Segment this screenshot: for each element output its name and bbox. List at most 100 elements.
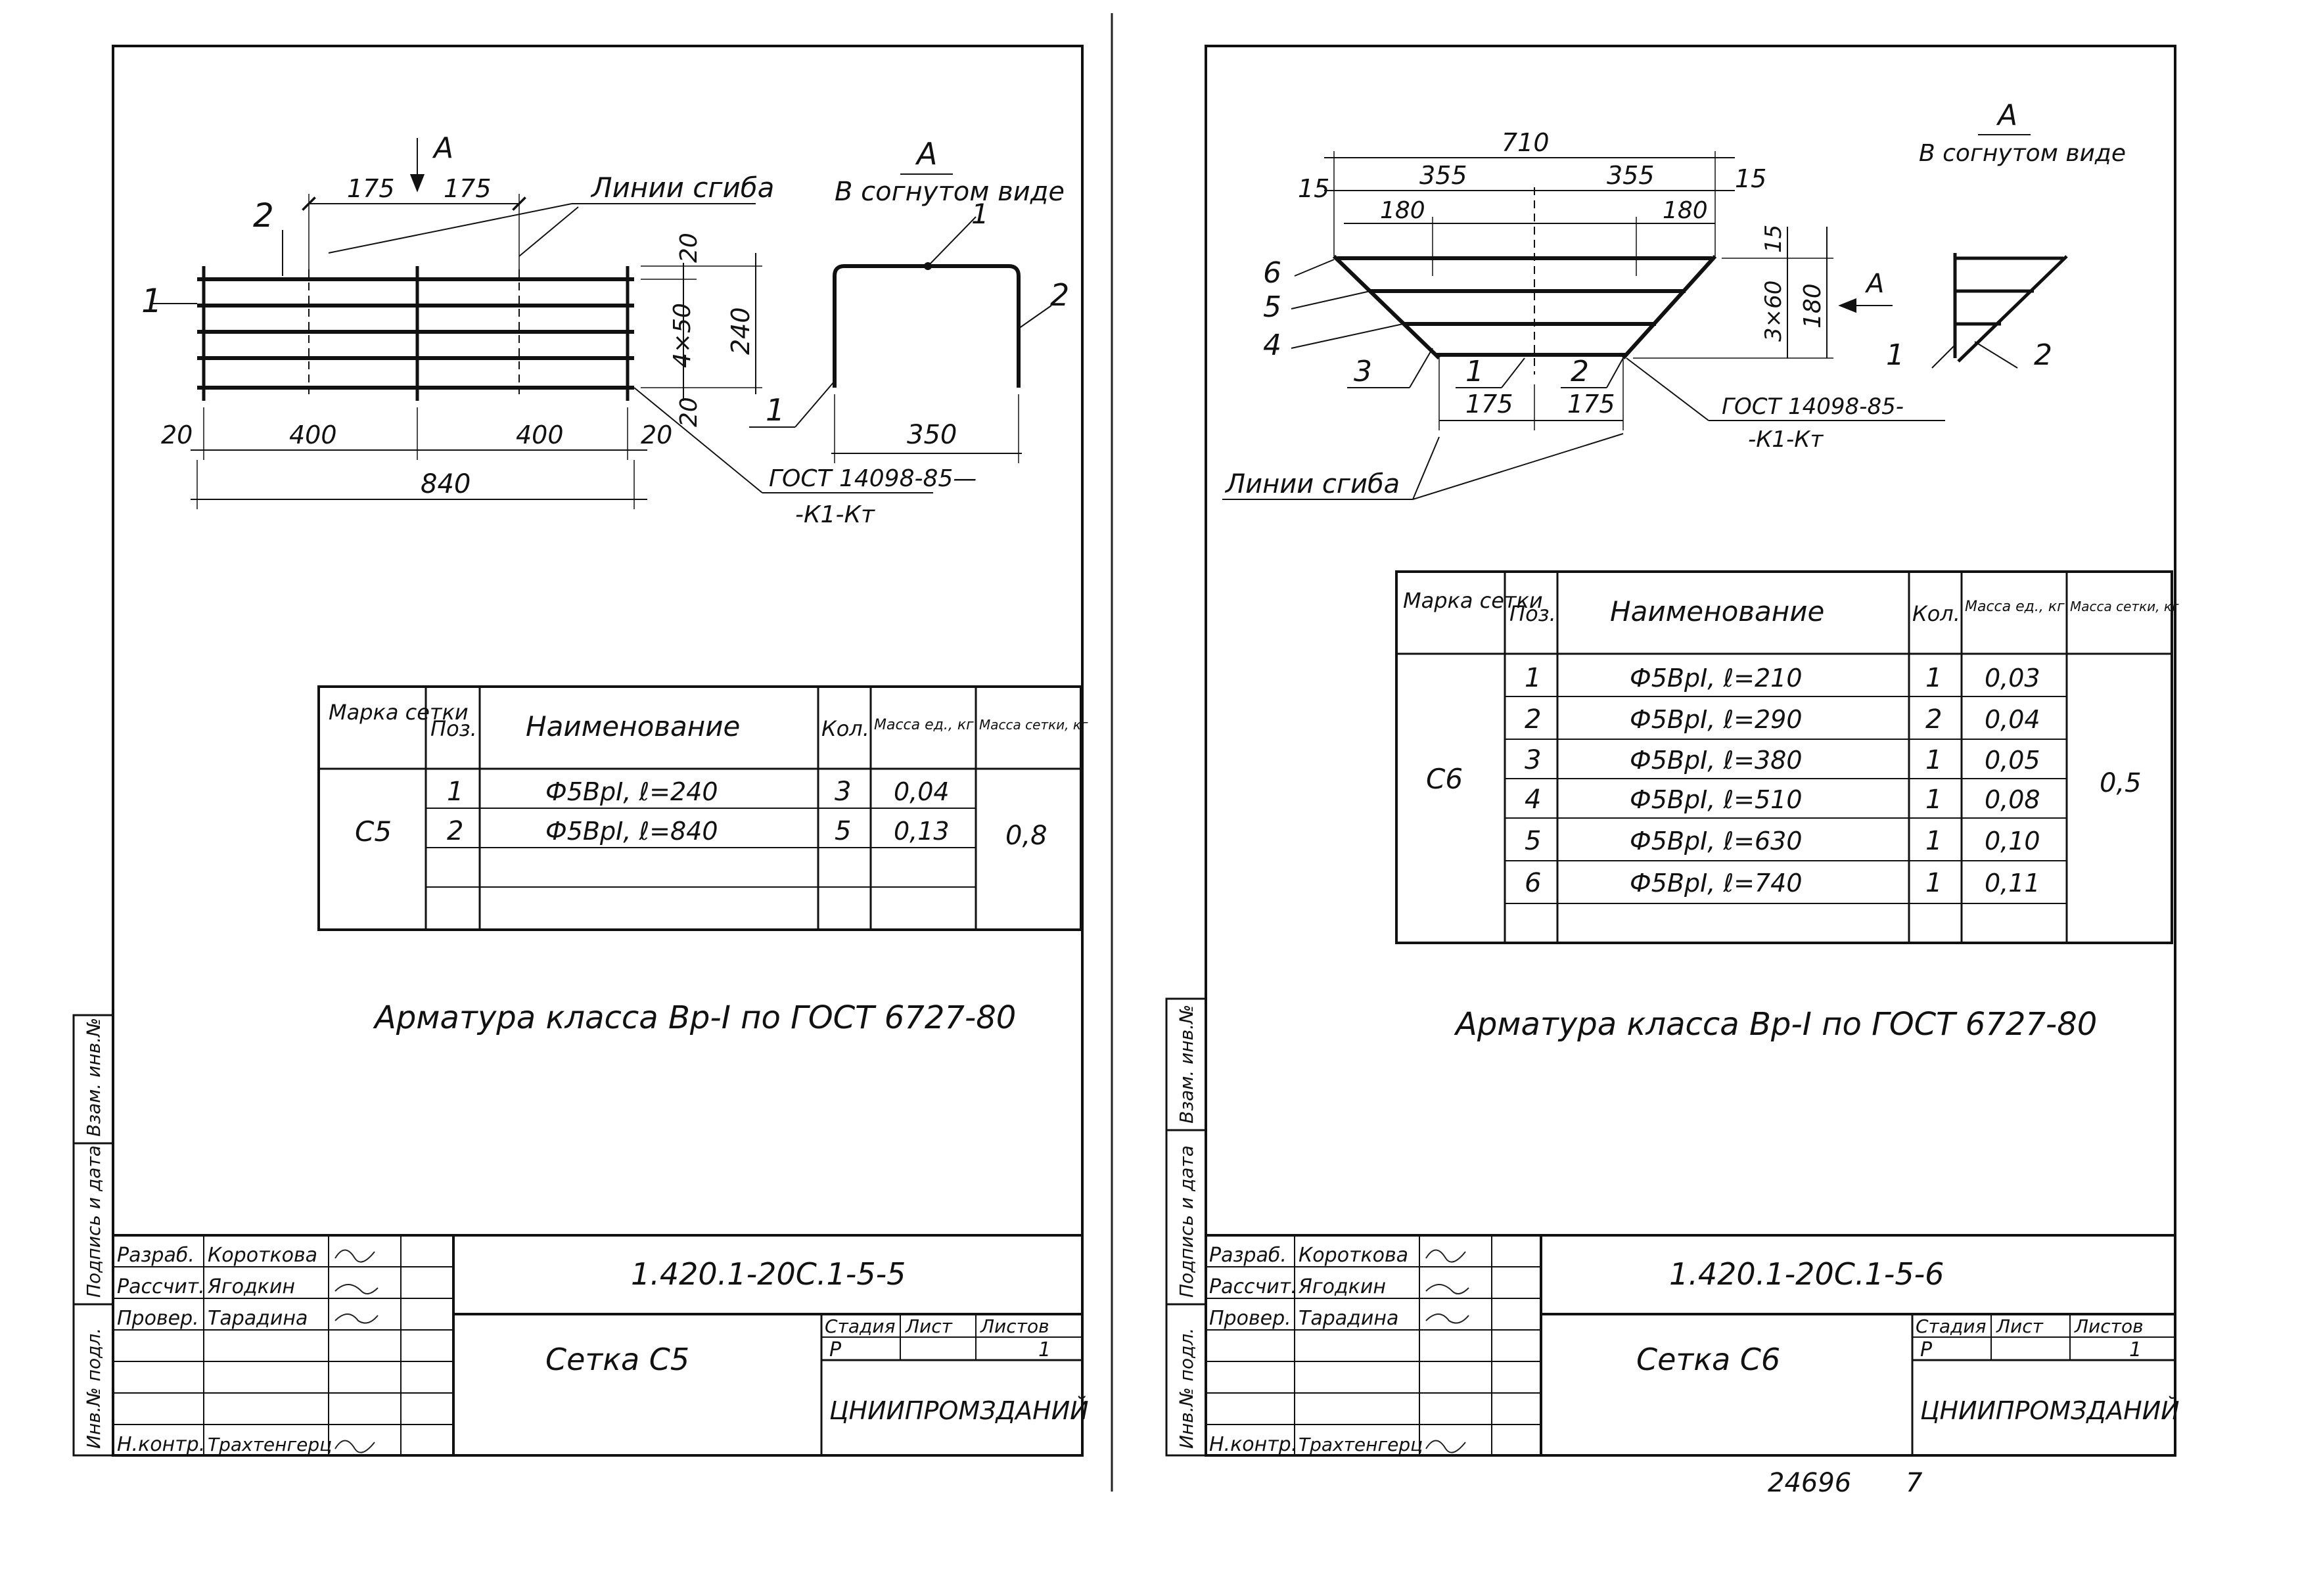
th-mass-unit: Масса ед., кг xyxy=(874,717,974,733)
cell-qty: 1 xyxy=(1925,663,1942,693)
stage-value: Р xyxy=(829,1338,842,1361)
cell-mass: 0,13 xyxy=(894,817,950,846)
dim-left-edge: 15 xyxy=(1298,174,1329,203)
left-sheet: Инв.№ подл. Подпись и дата Взам. инв.№ А xyxy=(72,45,1089,1457)
cell-name: Ф5ВрI, ℓ=840 xyxy=(545,817,718,846)
signature-marks xyxy=(1425,1249,1469,1453)
cell-mass: 0,10 xyxy=(1985,827,2040,855)
section-marker: А xyxy=(432,131,453,165)
cell-name: Ф5ВрI, ℓ=210 xyxy=(1630,664,1803,693)
table-row: 2 Ф5ВрI, ℓ=840 5 0,13 xyxy=(447,816,950,846)
name-checker: Тарадина xyxy=(208,1307,308,1330)
cell-mass: 0,08 xyxy=(1985,785,2040,814)
section-view-letter: А xyxy=(1996,99,2017,132)
dim-half-a: 355 xyxy=(1419,161,1467,190)
dim-top-a: 175 xyxy=(347,174,395,203)
cell-name: Ф5ВрI, ℓ=510 xyxy=(1630,785,1803,814)
th-mass-mesh: Масса сетки, кг xyxy=(979,717,1088,733)
name-developer: Короткова xyxy=(1299,1244,1408,1267)
side-stamp-replace: Взам. инв.№ xyxy=(83,1018,104,1137)
sheet-label: Лист xyxy=(905,1315,953,1337)
cell-pos: 5 xyxy=(1525,826,1541,856)
role-norm-control: Н.контр. xyxy=(1209,1433,1297,1456)
gost-line1: ГОСТ 14098-85— xyxy=(769,465,977,492)
section-view-letter: А xyxy=(915,136,937,171)
spec-table-c6: Марка сетки Поз. Наименование Кол. Масса… xyxy=(1395,570,2179,944)
cell-pos: 1 xyxy=(447,777,463,807)
cell-qty: 2 xyxy=(1925,704,1942,735)
gost-line2: -К1-Кт xyxy=(795,501,875,528)
right-frame xyxy=(1205,45,2176,1457)
th-mark: Марка сетки xyxy=(329,700,469,725)
dim-bottom-b: 175 xyxy=(1567,390,1615,419)
dim-v-top: 20 xyxy=(676,233,702,263)
th-pos: Поз. xyxy=(1509,601,1556,626)
cell-name: Ф5ВрI, ℓ=740 xyxy=(1630,869,1803,898)
dim-v-total: 180 xyxy=(1799,283,1826,329)
dim-v-top: 15 xyxy=(1760,225,1787,253)
title-block-c6: Разраб. Рассчит. Провер. Н.контр. Коротк… xyxy=(1206,1234,2180,1456)
table-row: 5 Ф5ВрI, ℓ=630 1 0,10 xyxy=(1525,826,2040,856)
pos-label-1: 1 xyxy=(1465,355,1484,388)
table-row: 1 Ф5ВрI, ℓ=240 3 0,04 xyxy=(447,777,950,807)
bent-pos-2: 2 xyxy=(1050,277,1069,313)
right-side-stamp: Инв.№ подл. Подпись и дата Взам. инв.№ xyxy=(1165,997,1207,1457)
dim-inner-a: 180 xyxy=(1380,197,1425,224)
detail-label-1: 1 xyxy=(1886,338,1904,372)
section-view-caption: В согнутом виде xyxy=(1919,140,2126,167)
position-label-2: 2 xyxy=(253,196,274,235)
cell-pos: 4 xyxy=(1525,785,1541,815)
detail-label-2: 2 xyxy=(2034,338,2052,372)
cell-qty: 5 xyxy=(835,816,851,846)
cell-mass: 0,11 xyxy=(1985,869,2040,898)
gost-line1: ГОСТ 14098-85- xyxy=(1722,394,1904,420)
cell-qty: 1 xyxy=(1925,826,1942,856)
dim-span-b: 400 xyxy=(516,421,564,449)
role-developer: Разраб. xyxy=(117,1244,195,1267)
sheet-title: Сетка С6 xyxy=(1636,1342,1780,1377)
dim-inner-b: 180 xyxy=(1663,197,1708,224)
dim-v-mid: 3×60 xyxy=(1760,281,1787,342)
rebar-class-note: Арматура класса Вр-I по ГОСТ 6727-80 xyxy=(373,999,1016,1036)
name-checker: Тарадина xyxy=(1299,1307,1398,1330)
cell-qty: 1 xyxy=(1925,785,1942,815)
dim-total: 710 xyxy=(1502,128,1550,157)
drawing-code: 1.420.1-20С.1-5-6 xyxy=(1669,1256,1944,1292)
dim-left-edge: 20 xyxy=(161,421,193,449)
cell-mass: 0,04 xyxy=(1985,705,2040,734)
sheets-label: Листов xyxy=(980,1315,1049,1337)
position-label-1: 1 xyxy=(141,282,162,320)
section-view-caption: В согнутом виде xyxy=(835,177,1065,207)
dim-bent-width: 350 xyxy=(907,420,957,450)
dim-total: 840 xyxy=(421,469,471,499)
dim-half-b: 355 xyxy=(1607,161,1655,190)
table-row: 3 Ф5ВрI, ℓ=380 1 0,05 xyxy=(1525,745,2040,775)
cell-mesh-mass: 0,5 xyxy=(2100,768,2142,798)
right-sheet: Инв.№ подл. Подпись и дата Взам. инв.№ 7… xyxy=(1165,45,2180,1498)
pos-label-5: 5 xyxy=(1263,290,1281,324)
bent-pos-1: 1 xyxy=(971,198,989,230)
signature-marks xyxy=(334,1249,379,1453)
th-mass-unit: Масса ед., кг xyxy=(1965,599,2065,615)
role-calculator: Рассчит. xyxy=(117,1275,205,1298)
stage-value: Р xyxy=(1920,1338,1933,1361)
th-name: Наименование xyxy=(526,710,740,742)
cell-qty: 1 xyxy=(1925,745,1942,775)
gost-line2: -К1-Кт xyxy=(1748,426,1824,453)
bend-lines-label: Линии сгиба xyxy=(590,171,774,204)
view-arrow-label: А xyxy=(1864,269,1884,299)
left-side-stamp: Инв.№ подл. Подпись и дата Взам. инв.№ xyxy=(72,1014,114,1457)
dim-span-a: 400 xyxy=(289,421,337,449)
cell-mark: С5 xyxy=(355,815,392,848)
th-mass-mesh: Масса сетки, кг xyxy=(2070,599,2179,614)
title-block-c5: Разраб. Рассчит. Провер. Н.контр. Коротк… xyxy=(113,1234,1089,1456)
side-stamp-sign: Подпись и дата xyxy=(83,1145,104,1298)
pos-label-3: 3 xyxy=(1354,355,1372,388)
th-mark: Марка сетки xyxy=(1403,588,1543,613)
cell-pos: 1 xyxy=(1525,663,1541,693)
archive-number: 24696 xyxy=(1768,1468,1851,1498)
th-qty: Кол. xyxy=(1912,601,1960,626)
spec-table-c5: Марка сетки Поз. Наименование Кол. Масса… xyxy=(317,685,1088,931)
role-developer: Разраб. xyxy=(1209,1244,1287,1267)
name-norm-control: Трахтенгерц xyxy=(208,1434,332,1455)
